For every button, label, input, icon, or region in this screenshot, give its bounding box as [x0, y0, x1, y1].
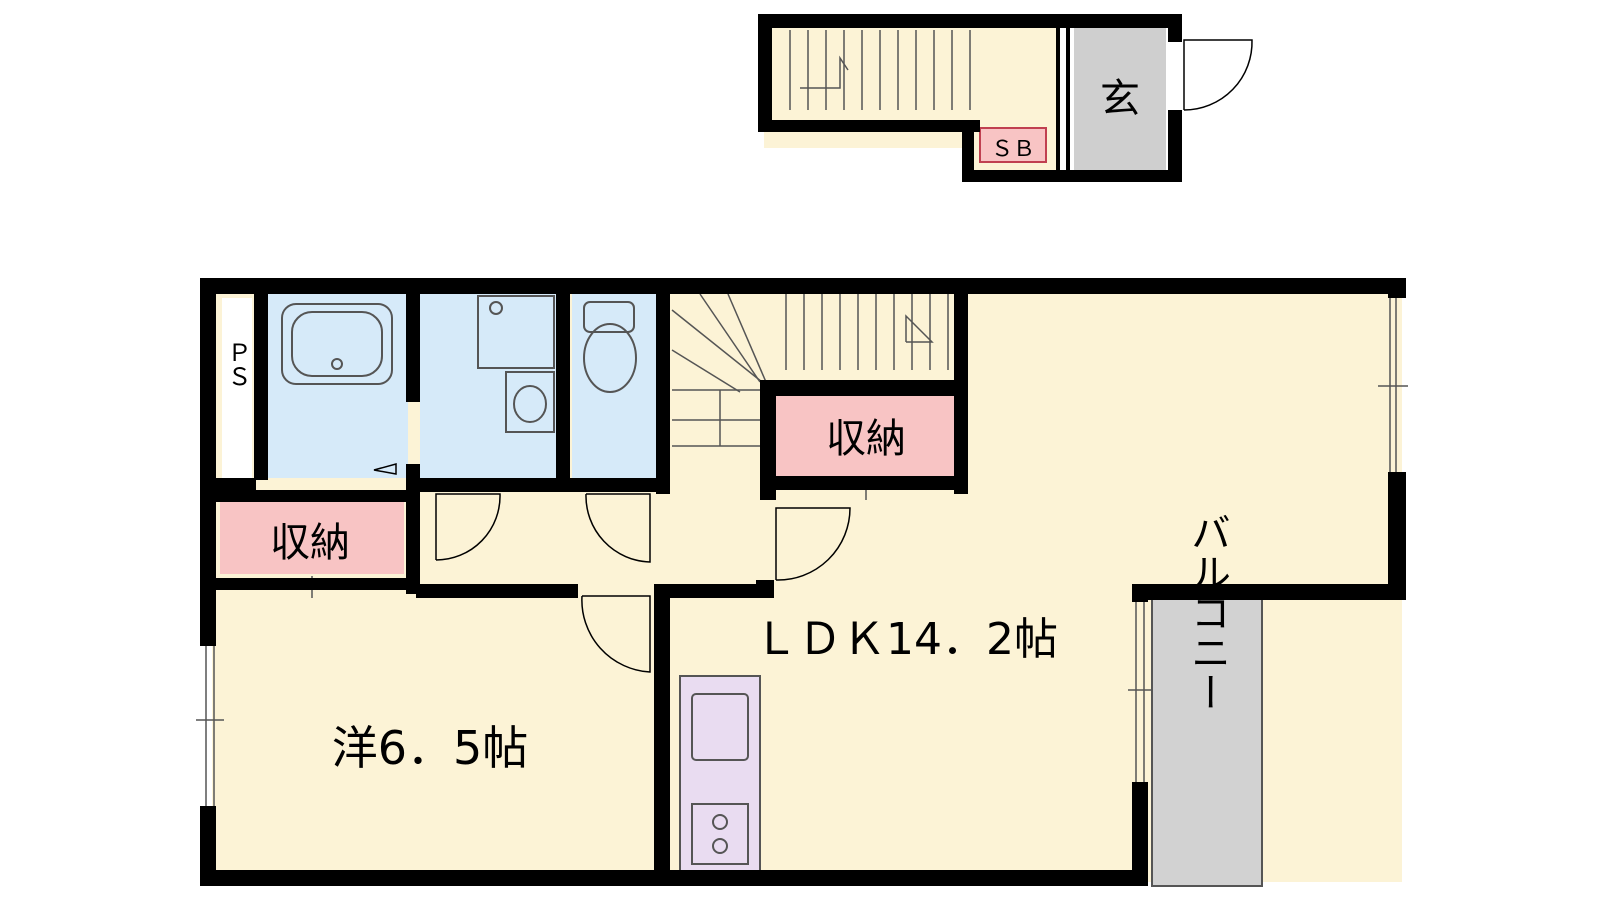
pipe-space-label: ＰＳ — [223, 340, 251, 388]
storage-left — [220, 498, 404, 574]
entrance-genkan — [1074, 24, 1166, 178]
main-block: ＰＳ 収納 収納 ＬＤＫ14．2帖 洋6．5帖 バルコニー — [196, 278, 1408, 887]
pipe-space — [222, 298, 252, 478]
main-stairs — [671, 293, 949, 447]
kitchen-counter — [679, 675, 761, 879]
shoe-box-label: ＳＢ — [991, 137, 1035, 162]
main-walls — [200, 278, 1406, 886]
windows — [196, 296, 1408, 806]
entrance-block: 玄 ＳＢ — [758, 14, 1253, 182]
storage-left-label: 収納 — [270, 520, 350, 566]
kitchen-sink-icon — [691, 693, 749, 761]
bathroom — [268, 294, 408, 478]
entrance-label: 玄 — [1100, 76, 1140, 122]
western-room-label: 洋6．5帖 — [332, 721, 529, 775]
entrance-walls — [758, 14, 1182, 182]
door-swings — [373, 463, 851, 673]
stove-icon — [691, 803, 749, 865]
entrance-stairs — [789, 30, 971, 110]
toilet-icon — [583, 301, 635, 333]
ldk-label: ＬＤＫ14．2帖 — [754, 614, 1058, 665]
washing-machine-icon — [477, 295, 555, 369]
storage-upper-label: 収納 — [826, 416, 906, 462]
storage-upper — [774, 396, 954, 480]
balcony — [1151, 595, 1263, 887]
balcony-label: バルコニー — [1184, 512, 1230, 712]
entrance-door-swing — [1183, 39, 1253, 111]
shoe-box — [979, 127, 1047, 163]
bathtub-icon — [281, 303, 393, 385]
sink-icon — [505, 371, 555, 433]
